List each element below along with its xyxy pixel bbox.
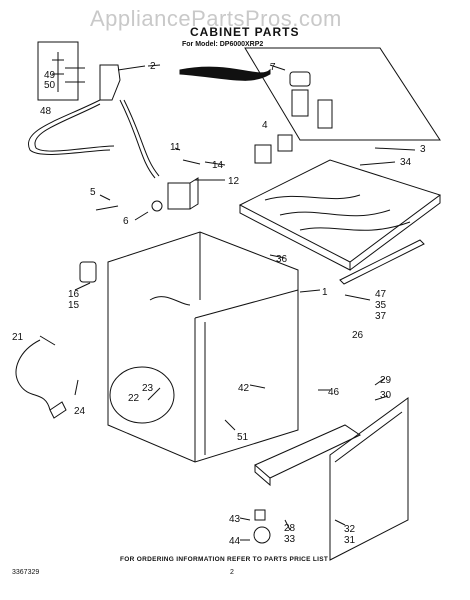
toe-kick-rail bbox=[254, 424, 362, 479]
diagram-title: CABINET PARTS bbox=[190, 25, 300, 39]
inset-box-49-50 bbox=[37, 41, 79, 101]
junction-box bbox=[167, 182, 191, 210]
callout-31: 31 bbox=[344, 535, 356, 546]
caster-wheel bbox=[253, 526, 271, 544]
callout-11: 11 bbox=[170, 142, 181, 153]
callout-14: 14 bbox=[212, 160, 224, 171]
callout-22: 22 bbox=[128, 393, 140, 404]
callout-34: 34 bbox=[400, 157, 412, 168]
callout-7: 7 bbox=[270, 62, 276, 73]
callout-50: 50 bbox=[44, 80, 56, 91]
power-cord bbox=[15, 339, 51, 411]
callout-46: 46 bbox=[328, 387, 340, 398]
callout-4: 4 bbox=[262, 120, 268, 131]
callout-29: 29 bbox=[380, 375, 392, 386]
callout-51: 51 bbox=[237, 432, 249, 443]
callout-44: 44 bbox=[229, 536, 241, 547]
callout-24: 24 bbox=[74, 406, 86, 417]
callout-47: 47 bbox=[375, 289, 387, 300]
hose bbox=[27, 99, 111, 155]
callout-36: 36 bbox=[276, 254, 288, 265]
ordering-note: FOR ORDERING INFORMATION REFER TO PARTS … bbox=[120, 556, 329, 563]
callout-6: 6 bbox=[123, 216, 129, 227]
callout-28: 28 bbox=[284, 523, 296, 534]
callout-32: 32 bbox=[344, 524, 356, 535]
inset-box-7-3 bbox=[244, 47, 441, 141]
side-panel-cutout bbox=[109, 366, 175, 424]
callout-26: 26 bbox=[352, 330, 364, 341]
callout-3: 3 bbox=[420, 144, 426, 155]
access-panel bbox=[329, 397, 409, 561]
callout-16: 16 bbox=[68, 289, 80, 300]
cabinet-frame bbox=[107, 231, 299, 463]
callout-49: 49 bbox=[44, 70, 56, 81]
callout-33: 33 bbox=[284, 534, 296, 545]
callout-labels: 49 50 48 2 7 4 3 34 11 14 12 5 6 36 1 16… bbox=[12, 61, 426, 547]
callout-12: 12 bbox=[228, 176, 240, 187]
callout-43: 43 bbox=[229, 514, 241, 525]
model-number: For Model: DP6000XRP2 bbox=[182, 41, 264, 48]
rail bbox=[339, 239, 425, 285]
document-number: 3367329 bbox=[12, 569, 40, 576]
callout-21: 21 bbox=[12, 332, 24, 343]
callout-23: 23 bbox=[142, 383, 154, 394]
callout-48: 48 bbox=[40, 106, 52, 117]
faucet-adapter bbox=[99, 64, 121, 101]
page-number: 2 bbox=[230, 569, 234, 576]
callout-5: 5 bbox=[90, 187, 96, 198]
callout-35: 35 bbox=[375, 300, 387, 311]
callout-37: 37 bbox=[375, 311, 387, 322]
callout-30: 30 bbox=[380, 390, 392, 401]
callout-15: 15 bbox=[68, 300, 80, 311]
watermark: AppliancePartsPros.com bbox=[90, 6, 342, 31]
callout-2: 2 bbox=[150, 61, 156, 72]
callout-1: 1 bbox=[322, 287, 328, 298]
countertop bbox=[238, 159, 442, 263]
callout-42: 42 bbox=[238, 383, 250, 394]
